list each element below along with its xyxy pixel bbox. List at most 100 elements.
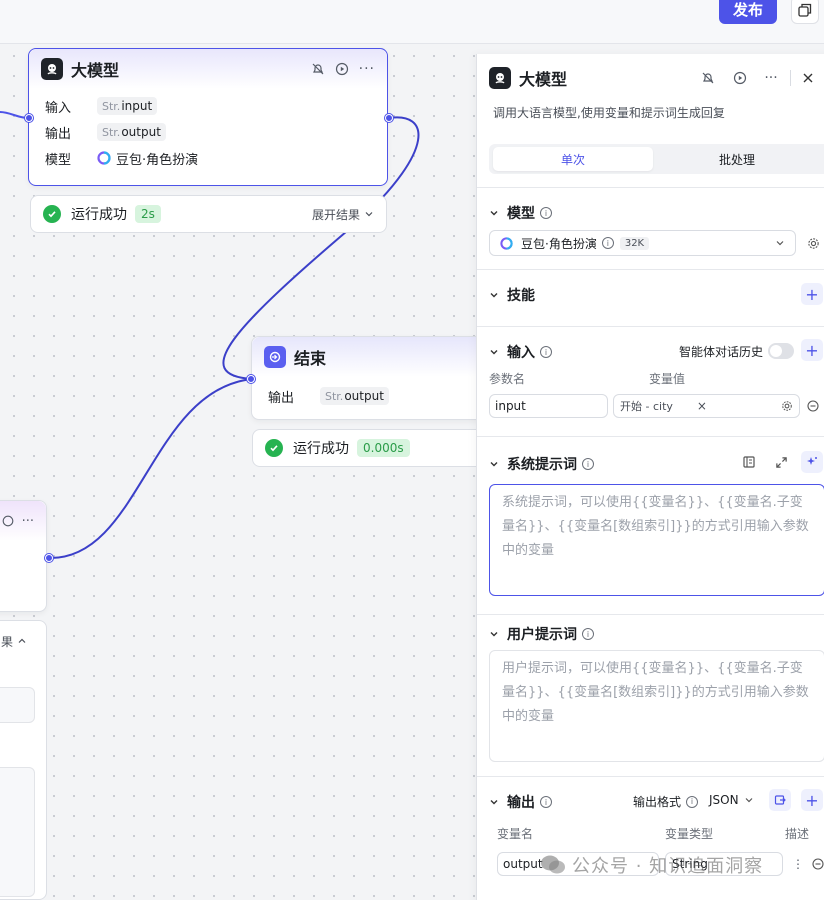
publish-button[interactable]: 发布: [719, 0, 777, 24]
description-header: 描述: [785, 827, 810, 841]
user-prompt-input[interactable]: 用户提示词，可以使用{{变量名}}、{{变量名.子变量名}}、{{变量名[数组索…: [489, 650, 824, 762]
output-var-type-select[interactable]: String: [665, 852, 783, 876]
run-icon[interactable]: [335, 62, 349, 76]
success-check-icon: [43, 205, 61, 223]
output-var-name-input[interactable]: output: [497, 852, 659, 876]
edge-llm-to-end: [222, 116, 420, 380]
var-type-header: 变量类型: [665, 827, 714, 841]
llm-node-title: 大模型: [71, 61, 120, 80]
remove-output-button[interactable]: [807, 853, 824, 875]
info-icon: i: [582, 458, 594, 470]
output-key: 输出: [45, 126, 72, 142]
add-input-button[interactable]: +: [801, 339, 823, 361]
llm-status-card: 运行成功 2s 展开结果: [30, 195, 387, 233]
param-value-select[interactable]: 开始 - city ×: [613, 394, 800, 418]
copy-button[interactable]: [791, 0, 819, 24]
system-prompt-input[interactable]: 系统提示词，可以使用{{变量名}}、{{变量名.子变量名}}、{{变量名[数组索…: [489, 484, 824, 596]
sparkle-icon: [807, 457, 817, 465]
info-icon: i: [686, 795, 699, 808]
llm-status-text: 运行成功: [71, 207, 127, 223]
doubao-logo-icon: [500, 236, 513, 250]
expand-result-button[interactable]: 展开结果: [312, 206, 374, 223]
mode-tabs: 单次 批处理: [489, 144, 824, 174]
collapse-result-button[interactable]: 果: [1, 633, 27, 650]
watermark: 公众号 · 知识追面洞察: [540, 852, 763, 878]
end-duration-badge: 0.000s: [357, 439, 410, 457]
param-value-header: 变量值: [649, 372, 686, 386]
input-tag: Str.input: [97, 97, 158, 115]
more-button[interactable]: ···: [764, 70, 778, 86]
output-format-select[interactable]: JSON: [709, 793, 754, 807]
partial-output-port[interactable]: [45, 554, 53, 562]
skills-section-title[interactable]: 技能: [489, 285, 535, 305]
divider: [477, 326, 824, 327]
output-row-more[interactable]: ⋮: [792, 857, 804, 871]
gear-icon: [807, 237, 819, 249]
mute-bell-icon[interactable]: [311, 62, 325, 76]
chevron-down-icon: [490, 293, 498, 298]
result-box: [0, 687, 35, 723]
expand-button[interactable]: [770, 451, 792, 473]
remove-param-button[interactable]: [802, 395, 824, 417]
tab-single[interactable]: 单次: [493, 147, 653, 171]
remove-tag-icon[interactable]: ×: [696, 399, 707, 413]
end-input-port[interactable]: [247, 375, 255, 383]
minus-circle-icon: [812, 858, 824, 870]
import-icon: [774, 795, 786, 805]
run-icon[interactable]: [2, 515, 14, 527]
end-output-tag: Str.output: [320, 387, 389, 405]
import-output-button[interactable]: [769, 789, 791, 811]
end-node-title: 结束: [294, 349, 327, 368]
model-key: 模型: [45, 152, 72, 168]
add-skill-button[interactable]: +: [801, 283, 823, 305]
mute-bell-icon: [702, 72, 714, 84]
tab-batch[interactable]: 批处理: [718, 152, 755, 167]
add-output-button[interactable]: +: [801, 789, 823, 811]
library-icon: [743, 456, 755, 468]
mute-bell-button[interactable]: [697, 67, 719, 89]
run-button[interactable]: [729, 67, 751, 89]
divider: [477, 187, 824, 188]
end-output-key: 输出: [268, 390, 295, 406]
info-icon: i: [540, 207, 552, 219]
more-icon[interactable]: ···: [358, 61, 375, 77]
end-status-card: 运行成功 0.000s: [252, 429, 492, 467]
model-name: 豆包·角色扮演: [116, 152, 199, 168]
info-icon: i: [582, 628, 594, 640]
end-node-header: 结束: [252, 337, 490, 377]
llm-output-port[interactable]: [385, 114, 393, 122]
gear-icon[interactable]: [781, 400, 793, 412]
llm-output-row: 输出 Str.output: [29, 119, 387, 145]
llm-node[interactable]: 大模型 ··· 输入 Str.input 输出 Str.output 模型 豆包…: [28, 48, 388, 186]
more-icon[interactable]: ···: [21, 513, 34, 529]
prompt-library-button[interactable]: [738, 451, 760, 473]
llm-input-port[interactable]: [25, 114, 33, 122]
close-button[interactable]: [797, 67, 819, 89]
end-flag-icon: [264, 346, 286, 368]
chevron-down-icon: [365, 212, 373, 217]
var-name-header: 变量名: [497, 827, 534, 841]
input-key: 输入: [45, 100, 72, 116]
end-node[interactable]: 结束 输出 Str.output: [251, 336, 491, 420]
chat-history-toggle[interactable]: [768, 343, 794, 359]
end-status-text: 运行成功: [293, 441, 349, 457]
ai-optimize-button[interactable]: [801, 451, 823, 473]
partial-status-card: 果: [0, 620, 47, 900]
chevron-down-icon: [490, 800, 498, 805]
param-name-input[interactable]: input: [489, 394, 608, 418]
partial-node[interactable]: ···: [0, 500, 47, 612]
chevron-up-icon: [18, 638, 26, 643]
model-select[interactable]: 豆包·角色扮演 i 32K: [489, 230, 796, 256]
model-settings-button[interactable]: [802, 232, 824, 254]
divider: [477, 776, 824, 777]
success-check-icon: [265, 439, 283, 457]
llm-app-icon: [489, 67, 511, 89]
chevron-down-icon: [776, 241, 784, 246]
chevron-down-icon: [490, 632, 498, 637]
